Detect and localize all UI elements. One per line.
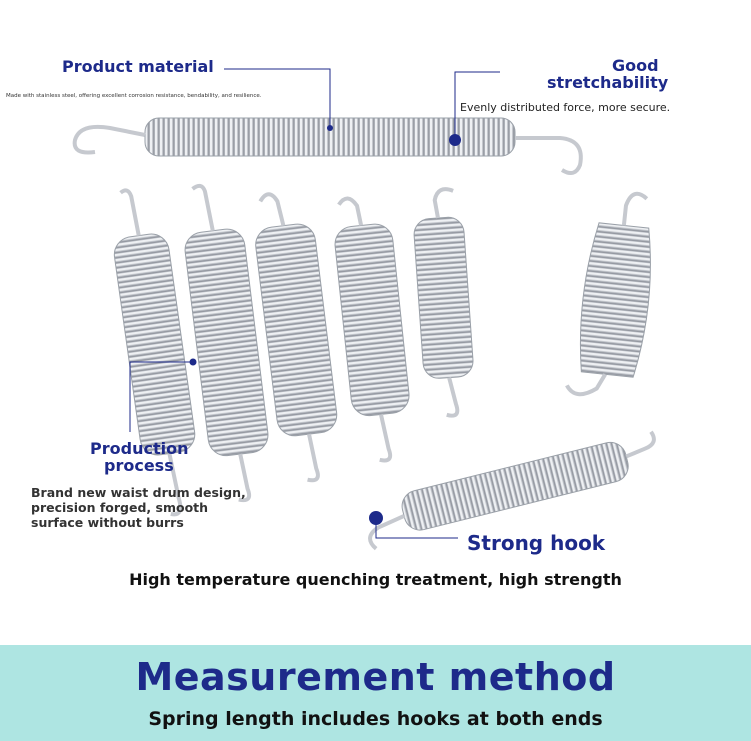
- spring-6: [565, 191, 651, 397]
- spring-2: [184, 183, 269, 503]
- spring-3: [255, 192, 338, 483]
- caption: High temperature quenching treatment, hi…: [129, 570, 622, 589]
- top-spring: [72, 117, 583, 176]
- material-description: Made with stainless steel, offering exce…: [6, 93, 262, 99]
- process-description: Brand new waist drum design, precision f…: [31, 485, 246, 530]
- spring-4: [334, 196, 410, 463]
- process-description-line-1: Brand new waist drum design,: [31, 485, 246, 500]
- process-description-line-2: precision forged, smooth: [31, 500, 209, 515]
- production-label: Production: [90, 439, 189, 458]
- good-label: Good: [612, 56, 659, 75]
- measurement-title: Measurement method: [135, 655, 616, 699]
- product-material-label: Product material: [62, 57, 214, 76]
- callout-lines: [129, 68, 500, 539]
- measurement-band: [0, 645, 751, 741]
- stretchability-label: stretchability: [547, 73, 669, 92]
- spring-1: [113, 188, 196, 517]
- springs-illustration: [72, 68, 656, 551]
- spring-product-photo: [72, 68, 656, 551]
- process-label: process: [104, 456, 174, 475]
- spring-5: [413, 187, 474, 418]
- callout-dots: [189, 125, 461, 525]
- stretch-description: Evenly distributed force, more secure.: [460, 101, 671, 114]
- bottom-spring: [368, 430, 656, 551]
- strong-hook-label: Strong hook: [467, 531, 606, 555]
- measurement-subtitle: Spring length includes hooks at both end…: [148, 708, 603, 730]
- process-description-line-3: surface without burrs: [31, 515, 184, 530]
